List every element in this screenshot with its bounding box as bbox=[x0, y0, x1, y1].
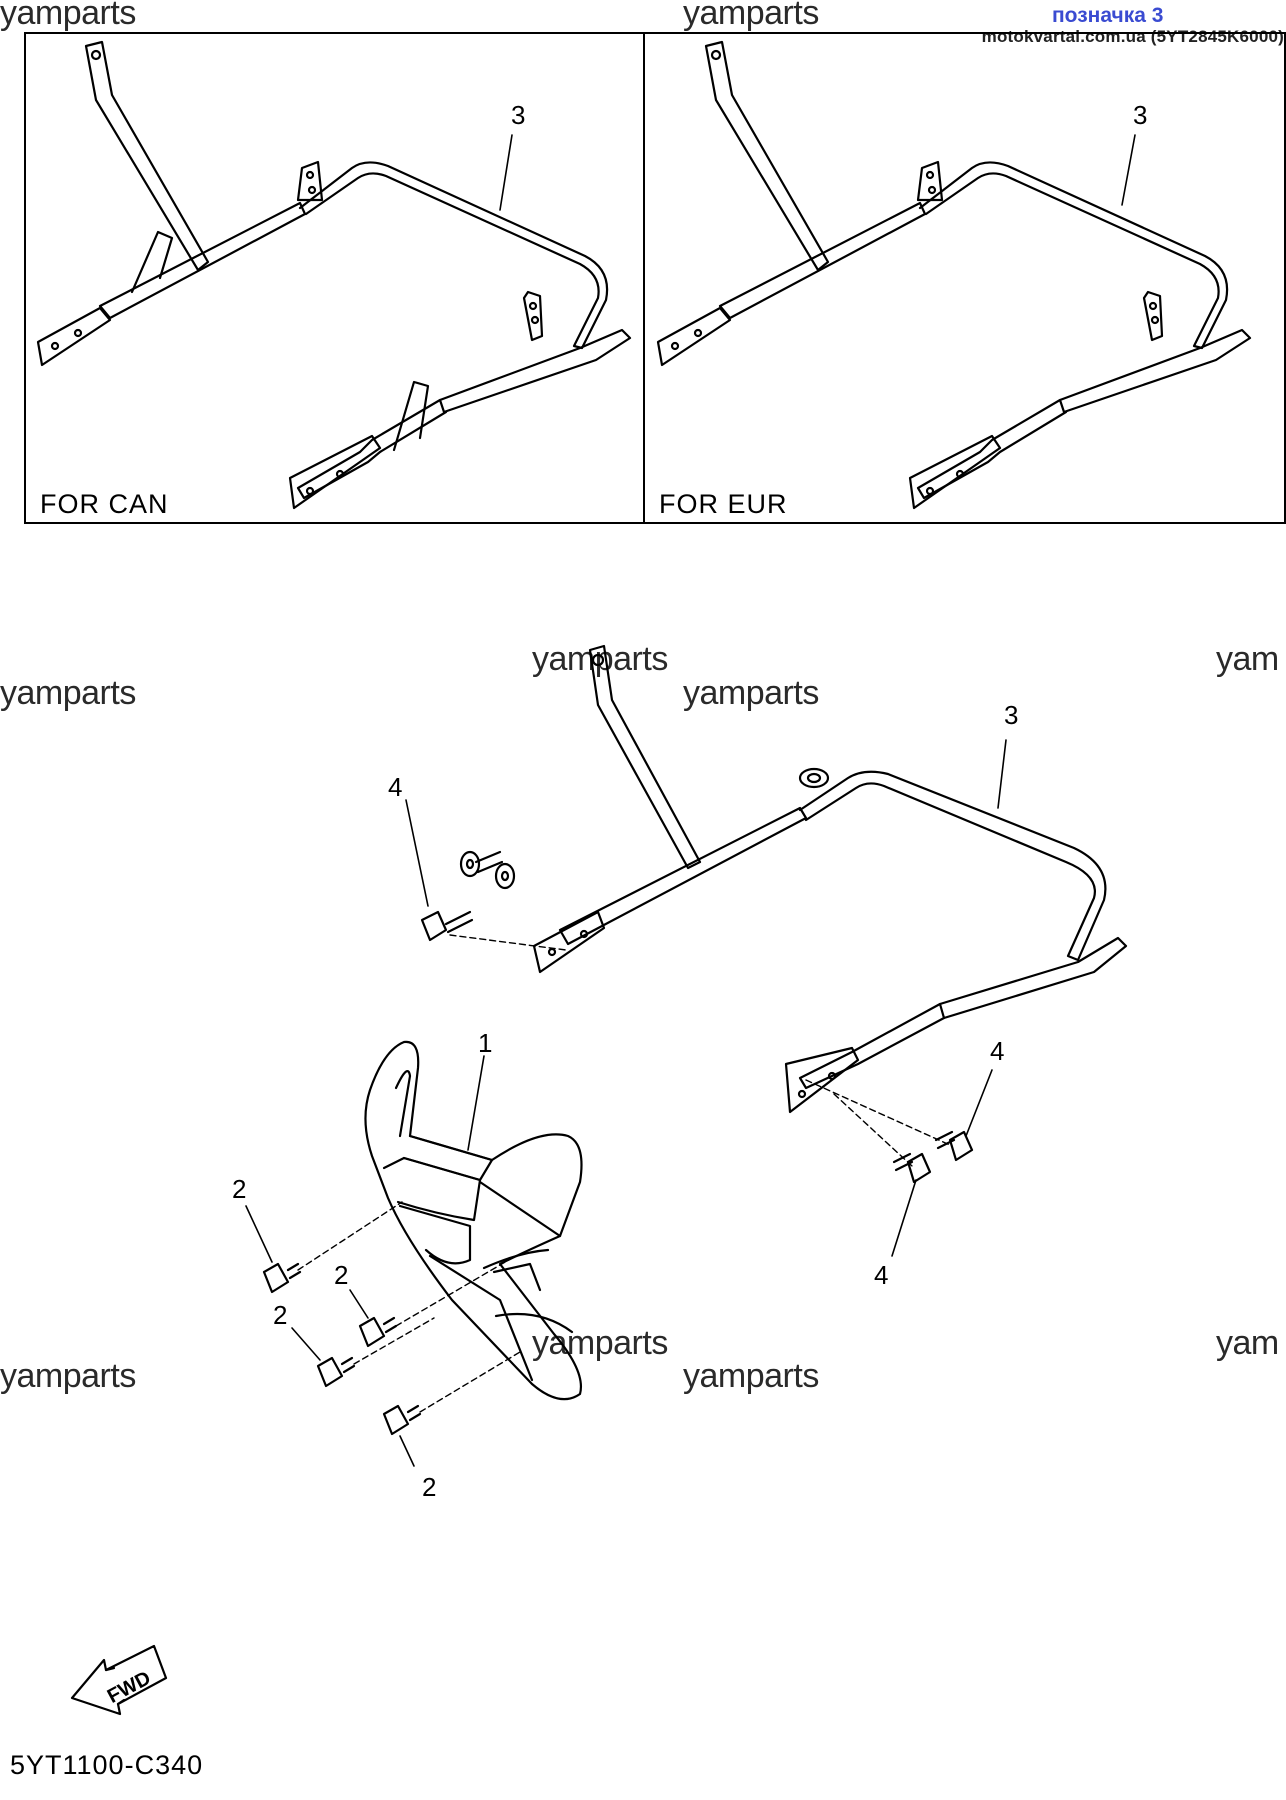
callout-bolt-2: 2 bbox=[422, 1472, 437, 1502]
watermark: yamparts bbox=[532, 1324, 668, 1362]
callout-bolt-2: 2 bbox=[273, 1300, 288, 1330]
watermark: yam bbox=[1216, 640, 1279, 678]
callout-bolt-4: 4 bbox=[990, 1036, 1005, 1066]
callout-frame-can: 3 bbox=[511, 100, 526, 130]
reference-badge: позначка 3 bbox=[1052, 4, 1164, 27]
guard-frame-can-drawing bbox=[36, 40, 632, 510]
guard-frame-eur-drawing bbox=[656, 40, 1252, 510]
watermark: yamparts bbox=[683, 0, 819, 32]
leader-line-eur bbox=[1121, 134, 1136, 206]
callout-bolt-2: 2 bbox=[232, 1174, 247, 1204]
callout-guard: 1 bbox=[478, 1028, 493, 1058]
source-caption: motokvartal.com.ua (5YT2845K6000) bbox=[981, 27, 1284, 46]
bolt-2d bbox=[382, 1404, 422, 1436]
leader-line-main-1 bbox=[467, 1055, 485, 1151]
callout-frame-eur: 3 bbox=[1133, 100, 1148, 130]
watermark: yamparts bbox=[683, 1357, 819, 1395]
bolt-set-upper bbox=[420, 850, 516, 942]
bolt-2c bbox=[316, 1356, 356, 1388]
leader-line-main-3 bbox=[997, 739, 1007, 809]
panel-label: FOR CAN bbox=[40, 489, 169, 519]
diagram-code: 5YT1100-C340 bbox=[10, 1750, 204, 1780]
bolt-2a bbox=[262, 1262, 302, 1294]
callout-bolt-2: 2 bbox=[334, 1260, 349, 1290]
leader-line-main-4b bbox=[965, 1069, 993, 1137]
watermark: yamparts bbox=[0, 1357, 136, 1395]
callout-bolt-4: 4 bbox=[388, 772, 403, 802]
leader-line-can bbox=[499, 134, 513, 211]
front-guard-drawing bbox=[364, 1040, 583, 1401]
variant-panel-eur: FOR EUR bbox=[643, 32, 1286, 524]
fwd-arrow-icon bbox=[70, 1644, 168, 1716]
fwd-label: FWD bbox=[104, 1667, 155, 1708]
leader-line-main-4a bbox=[405, 799, 429, 907]
bolt-set-lower bbox=[892, 1130, 974, 1184]
bolt-2b bbox=[358, 1316, 398, 1348]
guard-frame-main-drawing bbox=[532, 644, 1128, 1114]
leader-line-main-4c bbox=[891, 1179, 917, 1257]
watermark: yamparts bbox=[683, 674, 819, 712]
panel-label: FOR EUR bbox=[659, 489, 788, 519]
watermark: yam bbox=[1216, 1324, 1279, 1362]
watermark: yamparts bbox=[0, 0, 136, 32]
watermark: yamparts bbox=[0, 674, 136, 712]
callout-bolt-4: 4 bbox=[874, 1260, 889, 1290]
callout-frame-main: 3 bbox=[1004, 700, 1019, 730]
